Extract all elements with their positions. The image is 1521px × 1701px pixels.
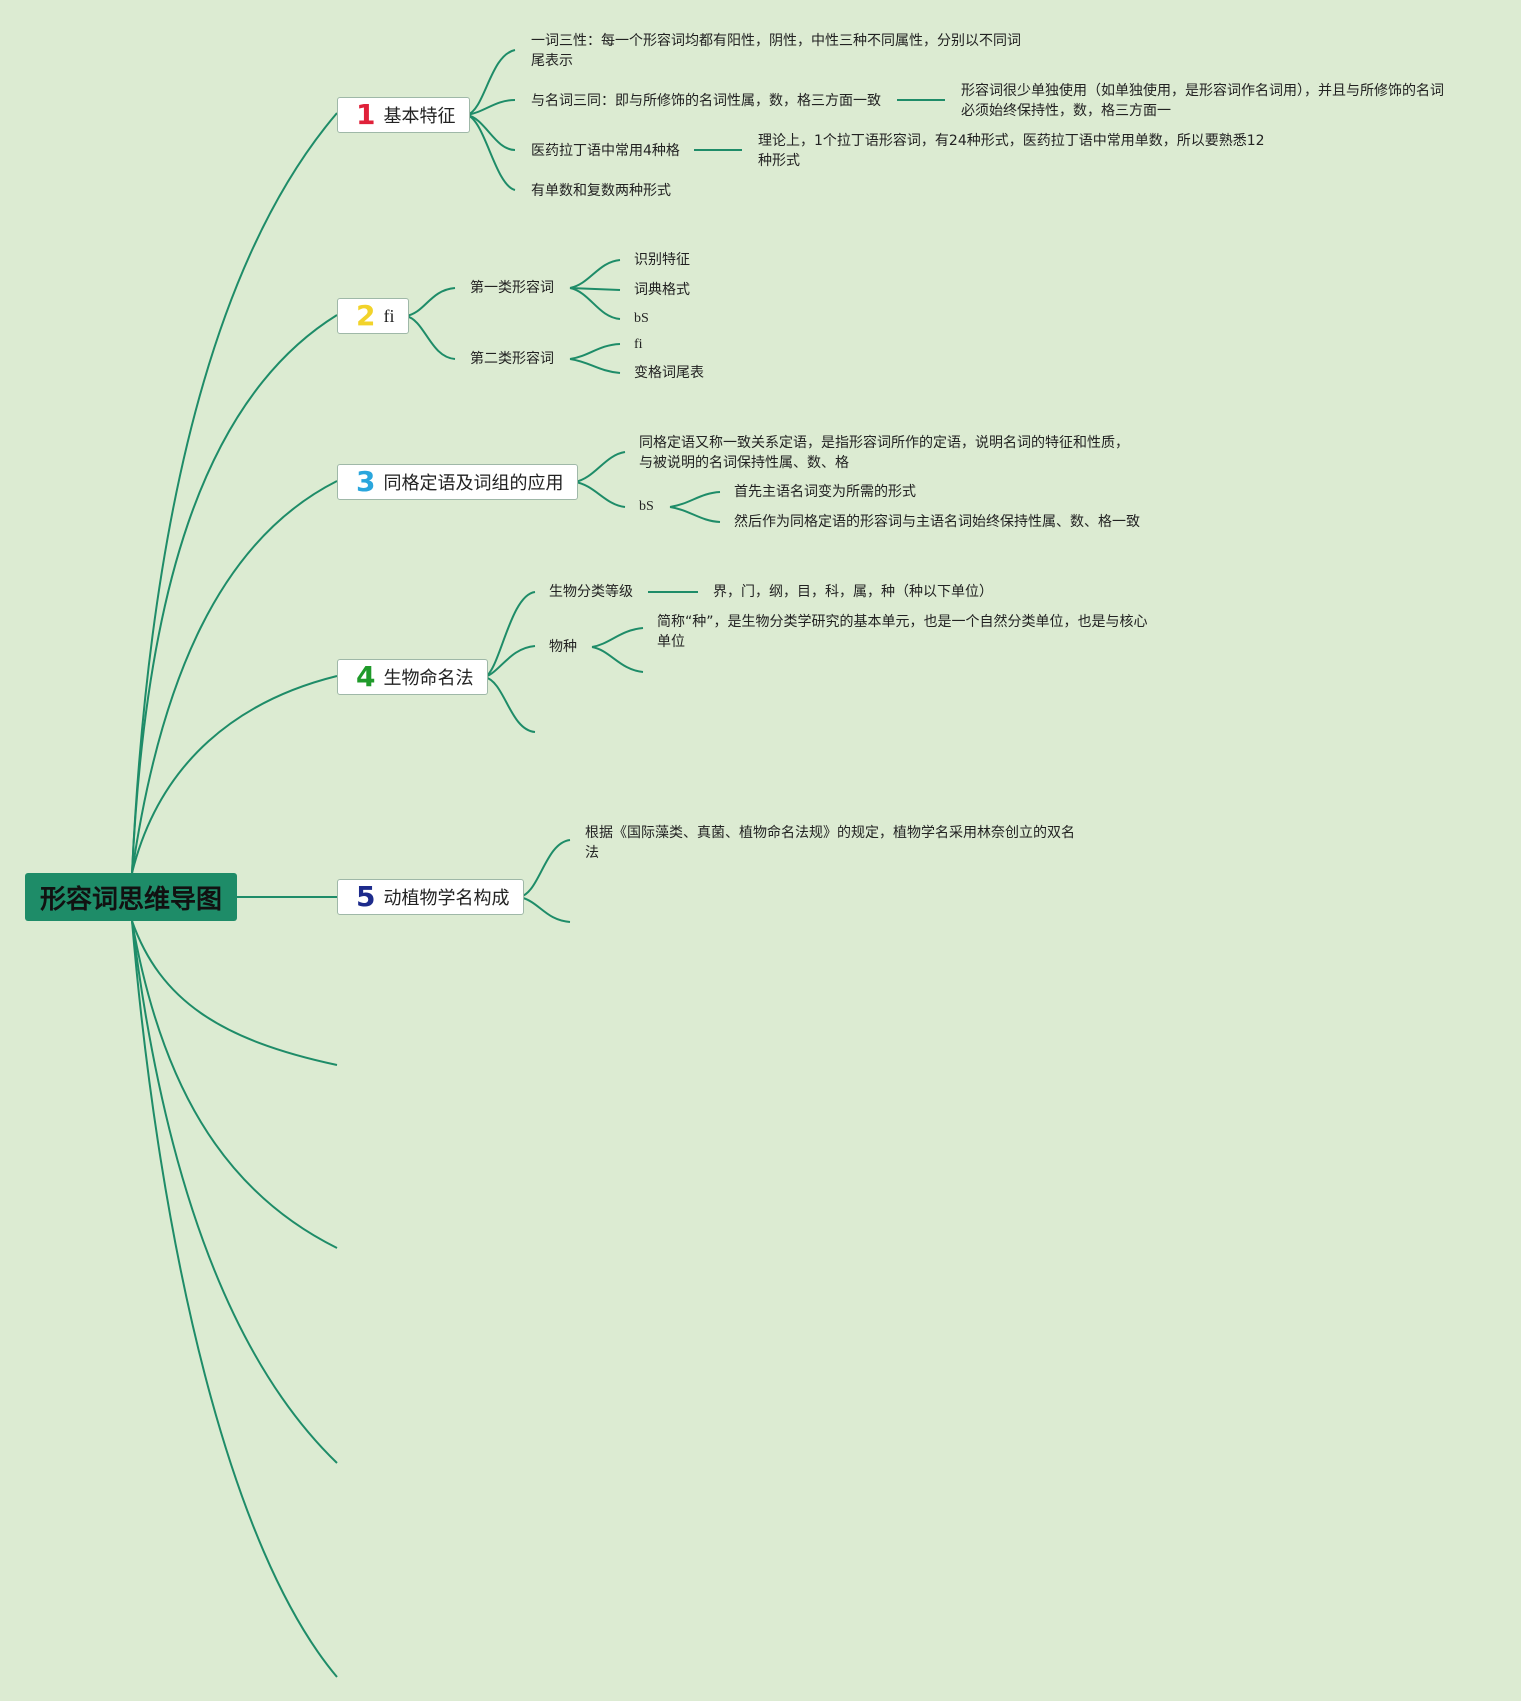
link-t5-rule <box>519 839 571 898</box>
topic-number-badge: 5 <box>356 880 376 913</box>
topic-basic-features[interactable]: 1 基本特征 <box>337 97 471 133</box>
link-t3-bs-i1 <box>669 491 721 508</box>
link-root-empty-2 <box>131 920 338 1249</box>
topic-label: 同格定语及词组的应用 <box>383 473 564 494</box>
link-t3-def <box>574 451 626 483</box>
link-root-empty-4 <box>131 920 338 1678</box>
subtopic-four-cases[interactable]: 医药拉丁语中常用4种格 <box>531 143 680 159</box>
leaf-item[interactable]: 识别特征 <box>634 252 690 268</box>
link-t5-empty <box>519 896 571 923</box>
subtopic-bs[interactable]: bS <box>639 499 654 514</box>
topic-label: 基本特征 <box>383 106 456 127</box>
link-t2-c1-i3 <box>569 287 621 320</box>
text-line: 单位 <box>657 634 685 650</box>
leaf-item[interactable]: 词典格式 <box>634 282 690 298</box>
text-line: 尾表示 <box>531 53 573 69</box>
link-t3-bs-i2 <box>669 506 721 523</box>
link-t4-species-1 <box>591 627 644 648</box>
topic-label: 生物命名法 <box>383 668 474 689</box>
link-t4-species-2 <box>591 646 644 673</box>
subtopic-three-agreements[interactable]: 与名词三同：即与所修饰的名词性属，数，格三方面一致 <box>531 93 881 109</box>
topic-number-badge: 1 <box>356 98 376 131</box>
text-line: 一词三性：每一个形容词均都有阳性，阴性，中性三种不同属性，分别以不同词 <box>531 33 1021 49</box>
link-t4-species <box>484 645 536 678</box>
leaf-item[interactable]: 首先主语名词变为所需的形式 <box>734 484 916 500</box>
topic-number-badge: 2 <box>356 299 376 332</box>
link-t2-c2-i1 <box>569 343 621 360</box>
leaf-item[interactable]: bS <box>634 311 649 326</box>
link-t3-bs <box>574 481 626 508</box>
link-t2-c2-i2 <box>569 358 621 374</box>
subtopic-three-genders[interactable]: 一词三性：每一个形容词均都有阳性，阴性，中性三种不同属性，分别以不同词 尾表示 <box>531 31 1021 71</box>
link-root-topic-4 <box>131 675 338 874</box>
topic-number-badge: 3 <box>356 465 376 498</box>
link-t1-d <box>466 114 516 191</box>
topic-fi[interactable]: 2 fi <box>337 298 410 334</box>
subtopic-naming-rule[interactable]: 根据《国际藻类、真菌、植物命名法规》的规定，植物学名采用林奈创立的双名 法 <box>585 823 1075 863</box>
topic-scientific-names[interactable]: 5 动植物学名构成 <box>337 879 525 915</box>
topic-binomial-nomenclature[interactable]: 4 生物命名法 <box>337 659 489 695</box>
subtopic-definition[interactable]: 同格定语又称一致关系定语，是指形容词所作的定语，说明名词的特征和性质， 与被说明… <box>639 433 1129 473</box>
detail-forms[interactable]: 理论上，1个拉丁语形容词，有24种形式，医药拉丁语中常用单数，所以要熟悉12 种… <box>758 131 1265 171</box>
link-t4-empty <box>484 676 536 733</box>
text-line: 根据《国际藻类、真菌、植物命名法规》的规定，植物学名采用林奈创立的双名 <box>585 825 1075 841</box>
text-line: 同格定语又称一致关系定语，是指形容词所作的定语，说明名词的特征和性质， <box>639 435 1129 451</box>
text-line: 法 <box>585 845 599 861</box>
link-t2-class2 <box>405 315 456 360</box>
text-line: 种形式 <box>758 153 800 169</box>
link-t2-c1-i1 <box>569 259 621 289</box>
link-root-topic-2 <box>131 314 338 874</box>
leaf-item[interactable]: 变格词尾表 <box>634 365 704 381</box>
text-line: 简称“种”，是生物分类学研究的基本单元，也是一个自然分类单位，也是与核心 <box>657 614 1148 630</box>
text-line: 形容词很少单独使用（如单独使用，是形容词作名词用），并且与所修饰的名词 <box>961 83 1444 99</box>
topic-appositive[interactable]: 3 同格定语及词组的应用 <box>337 464 579 500</box>
root-node[interactable]: 形容词思维导图 <box>25 873 237 921</box>
link-t2-class1 <box>405 287 456 317</box>
leaf-item[interactable]: fi <box>634 337 643 352</box>
text-line: 必须始终保持性，数，格三方面一 <box>961 103 1171 119</box>
link-t2-c1-i2 <box>569 287 621 291</box>
link-root-empty-1 <box>131 920 338 1066</box>
link-t1-a <box>466 49 516 116</box>
topic-label: 动植物学名构成 <box>383 888 510 909</box>
detail-agreement[interactable]: 形容词很少单独使用（如单独使用，是形容词作名词用），并且与所修饰的名词 必须始终… <box>961 81 1444 121</box>
topic-label: fi <box>383 305 395 326</box>
text-line: 理论上，1个拉丁语形容词，有24种形式，医药拉丁语中常用单数，所以要熟悉12 <box>758 133 1265 149</box>
subtopic-taxonomic-rank[interactable]: 生物分类等级 <box>549 584 633 600</box>
detail-ranks[interactable]: 界，门，纲，目，科，属，种（种以下单位） <box>713 584 993 600</box>
subtopic-first-class[interactable]: 第一类形容词 <box>470 280 554 296</box>
link-t4-rank <box>484 591 536 678</box>
subtopic-number[interactable]: 有单数和复数两种形式 <box>531 183 671 199</box>
link-t1-b <box>466 99 516 116</box>
link-root-topic-1 <box>131 112 338 874</box>
detail-species[interactable]: 简称“种”，是生物分类学研究的基本单元，也是一个自然分类单位，也是与核心 单位 <box>657 612 1148 652</box>
subtopic-species[interactable]: 物种 <box>549 639 577 655</box>
text-line: 与被说明的名词保持性属、数、格 <box>639 455 849 471</box>
topic-number-badge: 4 <box>356 660 376 693</box>
leaf-item[interactable]: 然后作为同格定语的形容词与主语名词始终保持性属、数、格一致 <box>734 514 1140 530</box>
link-root-empty-3 <box>131 920 338 1464</box>
subtopic-second-class[interactable]: 第二类形容词 <box>470 351 554 367</box>
link-root-topic-3 <box>131 480 338 874</box>
